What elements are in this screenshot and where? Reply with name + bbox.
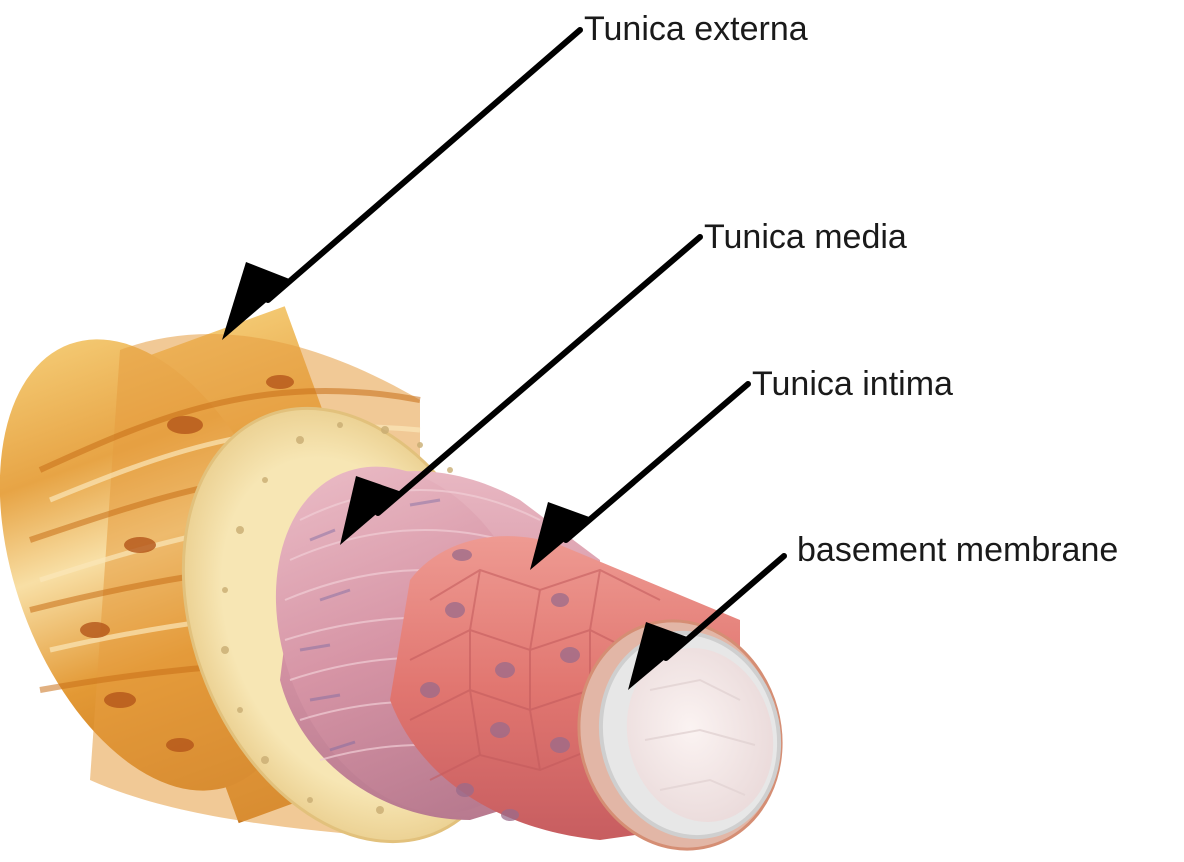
arrow-tunica-externa: [222, 30, 580, 340]
label-tunica-externa: Tunica externa: [584, 12, 808, 46]
label-tunica-intima: Tunica intima: [752, 367, 953, 401]
label-tunica-media: Tunica media: [704, 220, 907, 254]
label-basement-membrane: basement membrane: [797, 533, 1118, 567]
arrow-tunica-intima: [530, 384, 748, 570]
